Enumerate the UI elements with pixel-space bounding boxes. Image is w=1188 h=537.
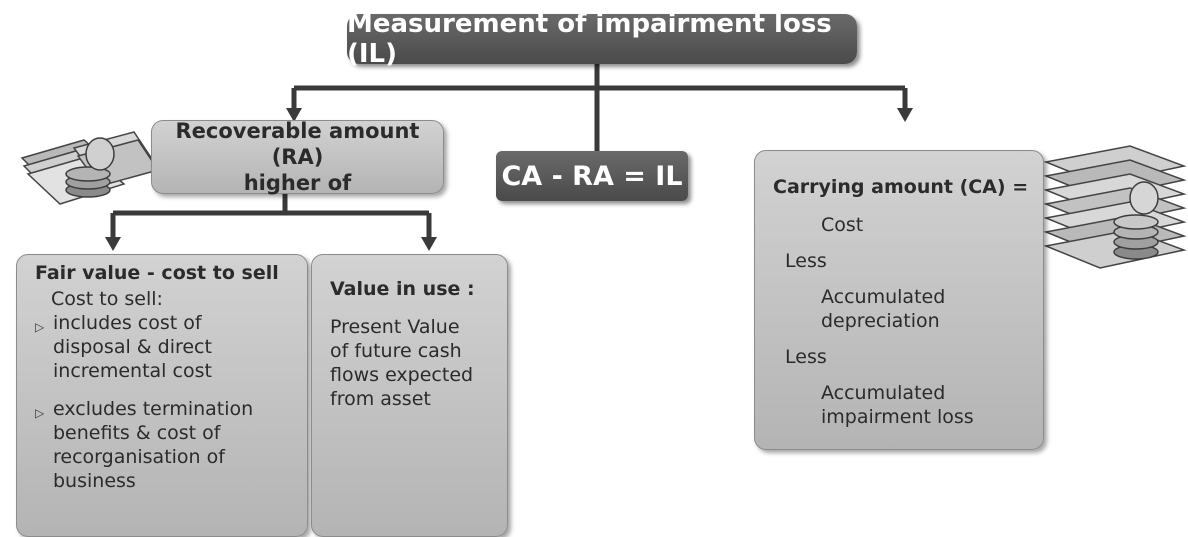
ca-heading: Carrying amount (CA) = (773, 176, 1029, 198)
bullet-line: incremental cost (53, 360, 212, 382)
fv-heading: Fair value - cost to sell (35, 262, 279, 284)
bullet-line: recorganisation of (53, 446, 225, 468)
bullet-line: benefits & cost of (53, 422, 221, 444)
ca-item: depreciation (821, 310, 940, 332)
ca-item: impairment loss (821, 406, 974, 428)
fv-bullet-includes: ▷ includes cost of disposal & direct inc… (35, 311, 212, 383)
bullet-line: includes cost of (53, 312, 202, 334)
viu-text: Present Value of future cash flows expec… (330, 315, 473, 411)
ca-item: Accumulated (821, 382, 946, 404)
ca-item: Cost (821, 214, 864, 236)
ca-item: Less (785, 250, 827, 272)
fv-subheading: Cost to sell: (51, 288, 163, 310)
ra-line1: Recoverable amount (RA) (175, 119, 420, 169)
money-stack-coins-icon (1043, 145, 1187, 269)
formula-box: CA - RA = IL (496, 151, 688, 201)
recoverable-amount-box: Recoverable amount (RA) higher of (151, 119, 444, 195)
viu-line: Present Value (330, 316, 460, 338)
viu-heading: Value in use : (330, 278, 475, 300)
bullet-arrow-icon: ▷ (35, 320, 45, 334)
viu-line: flows expected (330, 364, 474, 386)
value-in-use-box: Value in use : Present Value of future c… (311, 254, 508, 537)
fv-bullet-excludes: ▷ excludes termination benefits & cost o… (35, 397, 253, 493)
viu-line: of future cash (330, 340, 462, 362)
ca-item: Less (785, 346, 827, 368)
arrowhead-ca (897, 108, 913, 122)
money-stack-coins-icon (20, 131, 160, 205)
carrying-amount-box: Carrying amount (CA) = Cost Less Accumul… (754, 150, 1044, 450)
bullet-line: business (53, 470, 136, 492)
diagram-title: Measurement of impairment loss (IL) (347, 9, 857, 69)
fair-value-box: Fair value - cost to sell Cost to sell: … (16, 254, 308, 537)
viu-line: from asset (330, 388, 431, 410)
ra-line2: higher of (243, 171, 352, 195)
bullet-arrow-icon: ▷ (35, 406, 45, 420)
arrowhead-viu (421, 237, 437, 251)
bullet-line: excludes termination (53, 398, 254, 420)
arrowhead-ra (286, 108, 302, 122)
ca-item: Accumulated (821, 286, 946, 308)
bullet-line: disposal & direct (53, 336, 212, 358)
arrowhead-fv (105, 237, 121, 251)
